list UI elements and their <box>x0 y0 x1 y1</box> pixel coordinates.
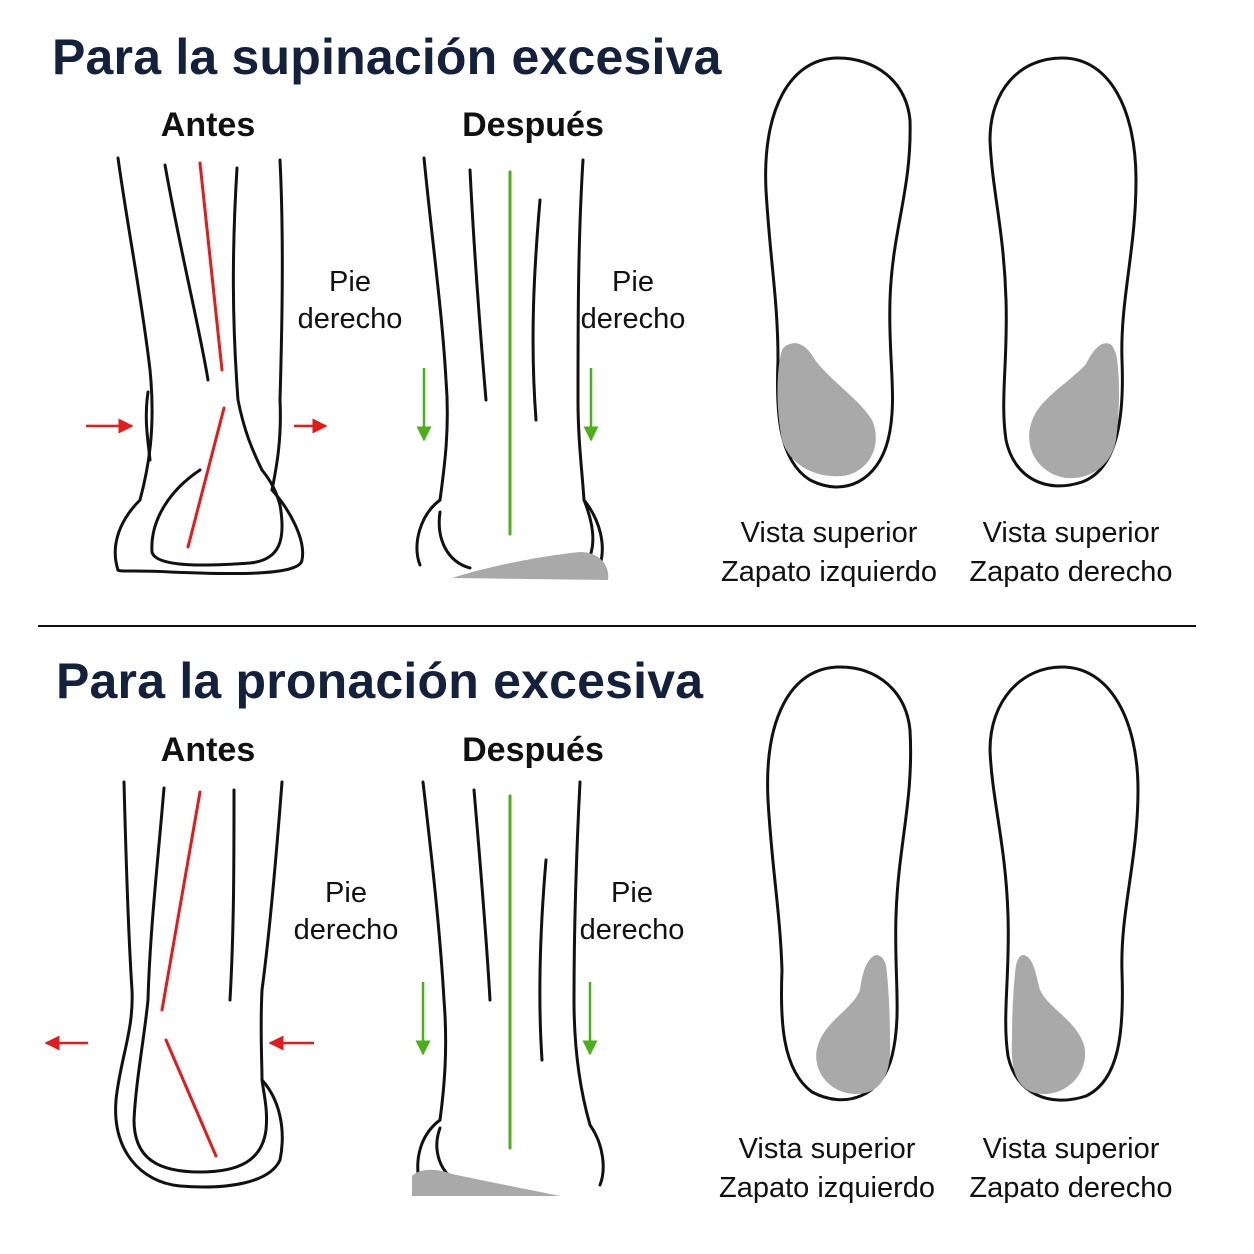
caption-shoe: Zapato derecho <box>969 1172 1173 1204</box>
section-title-supination: Para la supinación excesiva <box>52 29 722 85</box>
wedge-shape <box>816 955 891 1094</box>
insole-caption-right: Vista superior Zapato derecho <box>941 1130 1201 1208</box>
before-heading: Antes <box>160 106 256 144</box>
after-heading: Después <box>462 106 604 144</box>
insole-caption-left: Vista superior Zapato izquierdo <box>697 1130 957 1208</box>
supination-before-foot <box>113 156 305 576</box>
supination-after-foot <box>415 156 604 570</box>
insole-caption-left: Vista superior Zapato izquierdo <box>699 514 959 592</box>
wedge-shape <box>1029 343 1119 479</box>
insole-wedges <box>412 343 1119 1196</box>
insole-outline-right-shoe <box>988 56 1138 488</box>
caption-view: Vista superior <box>738 1133 916 1165</box>
foot-side-label: Pie derecho <box>297 266 403 335</box>
wedge-shape <box>1011 955 1086 1094</box>
misalignment-line <box>186 406 226 549</box>
misalignment-line <box>198 161 224 372</box>
foot-side-label: Pie derecho <box>293 877 399 946</box>
section-divider <box>38 625 1196 627</box>
caption-shoe: Zapato derecho <box>969 556 1173 588</box>
before-heading: Antes <box>160 731 256 769</box>
insole-outline-right-shoe <box>988 665 1140 1102</box>
caption-view: Vista superior <box>740 517 918 549</box>
caption-shoe: Zapato izquierdo <box>718 1172 936 1204</box>
wedge-shape <box>777 343 876 477</box>
misalignment-line <box>160 790 202 1012</box>
insole-caption-right: Vista superior Zapato derecho <box>941 514 1201 592</box>
foot-side-label: Pie derecho <box>580 266 686 335</box>
caption-view: Vista superior <box>982 1133 1160 1165</box>
foot-side-label: Pie derecho <box>579 877 685 946</box>
heel-wedge-shape <box>412 1169 560 1196</box>
after-heading: Después <box>462 731 604 769</box>
section-title-pronation: Para la pronación excesiva <box>56 653 704 709</box>
insole-outline-left-shoe <box>766 665 913 1102</box>
pronation-before-foot <box>114 780 284 1189</box>
caption-shoe: Zapato izquierdo <box>720 556 938 588</box>
caption-view: Vista superior <box>982 517 1160 549</box>
misalignment-line <box>164 1038 218 1158</box>
insole-outline-left-shoe <box>764 56 912 489</box>
heel-wedge-shape <box>452 552 609 580</box>
